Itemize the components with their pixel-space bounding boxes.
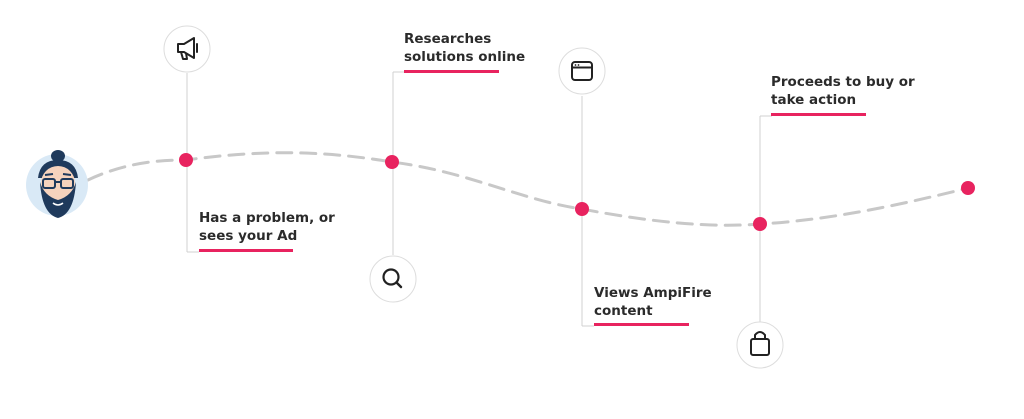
step-label-4-line-2: take action (771, 92, 857, 108)
step-underline-1 (199, 249, 293, 252)
step-label-3-line-2: content (594, 303, 653, 319)
step-underline-4 (771, 113, 866, 116)
step-dot-4 (753, 217, 767, 231)
step-underline-2 (404, 70, 499, 73)
step-label-3-line-1: Views AmpiFire (594, 285, 712, 301)
step-label-4-line-1: Proceeds to buy or (771, 74, 915, 90)
step-label-2: Researches solutions online (404, 30, 525, 66)
end-dot (961, 181, 975, 195)
step-label-2-line-2: solutions online (404, 49, 526, 65)
step-dot-2 (385, 155, 399, 169)
search-icon (369, 255, 417, 303)
avatar (26, 150, 88, 218)
step-underline-3 (594, 323, 689, 326)
step-label-1: Has a problem, or sees your Ad (199, 209, 335, 245)
step-dot-1 (179, 153, 193, 167)
step-label-1-line-2: sees your Ad (199, 228, 298, 244)
step-label-1-line-1: Has a problem, or (199, 210, 335, 226)
step-label-4: Proceeds to buy or take action (771, 73, 915, 109)
megaphone-icon (163, 25, 211, 73)
browser-window-icon (558, 47, 606, 95)
shopping-bag-icon (736, 321, 784, 369)
step-label-2-line-1: Researches (404, 31, 492, 47)
step-label-3: Views AmpiFire content (594, 284, 712, 320)
step-dot-3 (575, 202, 589, 216)
